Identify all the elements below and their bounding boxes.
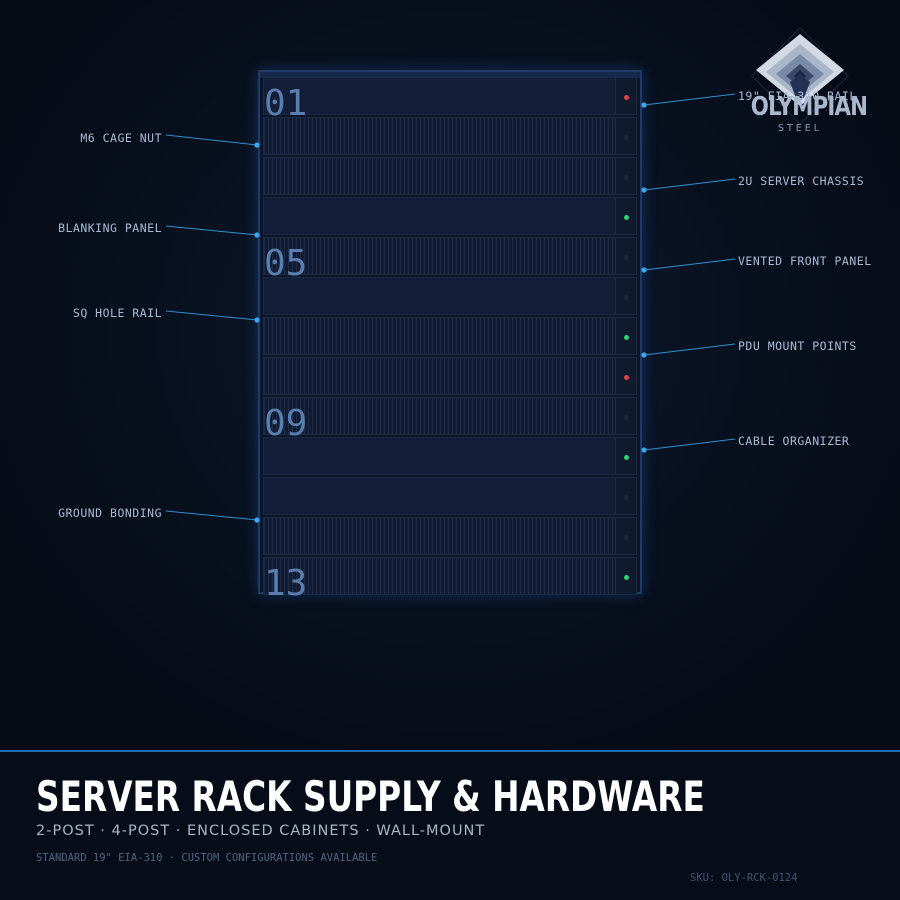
product-types: 2-POST · 4-POST · ENCLOSED CABINETS · WA… [36, 823, 486, 839]
callout-label-sq-hole-rail: SQ HOLE RAIL [72, 306, 162, 320]
rack-unit [263, 197, 637, 235]
callout-dot-server-chassis [641, 187, 647, 193]
callout-dot-vented-panel [641, 267, 647, 273]
status-led-icon [624, 455, 629, 460]
callout-label-vented-panel: VENTED FRONT PANEL [738, 254, 872, 268]
callout-line-vented-panel [643, 258, 736, 271]
rack-top-frame [260, 72, 640, 78]
brand-tagline: STEEL [777, 123, 823, 134]
callout-label-server-chassis: 2U SERVER CHASSIS [738, 174, 865, 188]
rack-unit [263, 437, 637, 475]
callout-line-cable-organizer [643, 438, 736, 451]
footer-panel [0, 752, 900, 900]
rack-unit [263, 397, 637, 435]
callout-line-m6-cage-nut [165, 134, 258, 146]
callout-label-blanking-panel: BLANKING PANEL [58, 221, 162, 235]
rack-unit [263, 117, 637, 155]
callout-label-eia-rail: 19" EIA-310 RAIL [738, 89, 857, 103]
callout-line-eia-rail [643, 93, 736, 106]
status-led-icon [624, 535, 629, 540]
status-led-icon [624, 375, 629, 380]
rack-unit [263, 77, 637, 115]
rack-unit [263, 557, 637, 595]
callout-label-m6-cage-nut: M6 CAGE NUT [80, 131, 162, 145]
callout-line-pdu-mount [643, 343, 736, 356]
rack-unit [263, 477, 637, 515]
rack-unit-number: 13 [264, 563, 308, 604]
footer-divider [0, 750, 900, 752]
rack-unit [263, 277, 637, 315]
stacked-diamond-logo-icon [751, 27, 849, 125]
callout-dot-ground-bonding [254, 517, 260, 523]
status-led-icon [624, 295, 629, 300]
status-led-icon [624, 95, 629, 100]
spec-line: STANDARD 19" EIA-310 · CUSTOM CONFIGURAT… [36, 852, 378, 864]
status-led-icon [624, 255, 629, 260]
callout-line-sq-hole-rail [165, 310, 258, 321]
rack-unit [263, 517, 637, 555]
callout-label-cable-organizer: CABLE ORGANIZER [738, 434, 850, 448]
rack-unit-number: 01 [264, 83, 308, 124]
callout-label-ground-bonding: GROUND BONDING [58, 506, 162, 520]
status-led-icon [624, 335, 629, 340]
status-led-icon [624, 415, 629, 420]
status-led-icon [624, 175, 629, 180]
callout-line-ground-bonding [165, 510, 258, 521]
callout-dot-eia-rail [641, 102, 647, 108]
rack-unit-number: 09 [264, 403, 308, 444]
status-led-icon [624, 215, 629, 220]
status-led-icon [624, 495, 629, 500]
callout-dot-cable-organizer [641, 447, 647, 453]
callout-line-blanking-panel [165, 225, 258, 236]
callout-label-pdu-mount: PDU MOUNT POINTS [738, 339, 857, 353]
sku-label: SKU: OLY-RCK-0124 [690, 872, 798, 884]
callout-dot-sq-hole-rail [254, 317, 260, 323]
callout-dot-blanking-panel [254, 232, 260, 238]
server-rack: 01 05 09 13 [258, 70, 642, 602]
rack-unit [263, 237, 637, 275]
rack-unit [263, 157, 637, 195]
brand-name: OLYMPIAN [750, 92, 868, 122]
rack-unit-number: 05 [264, 243, 308, 284]
page-title: SERVER RACK SUPPLY & HARDWARE [36, 772, 705, 821]
status-led-icon [624, 135, 629, 140]
callout-dot-pdu-mount [641, 352, 647, 358]
rack-unit [263, 317, 637, 355]
callout-dot-m6-cage-nut [254, 142, 260, 148]
status-led-icon [624, 575, 629, 580]
rack-unit [263, 357, 637, 395]
callout-line-server-chassis [643, 178, 736, 191]
